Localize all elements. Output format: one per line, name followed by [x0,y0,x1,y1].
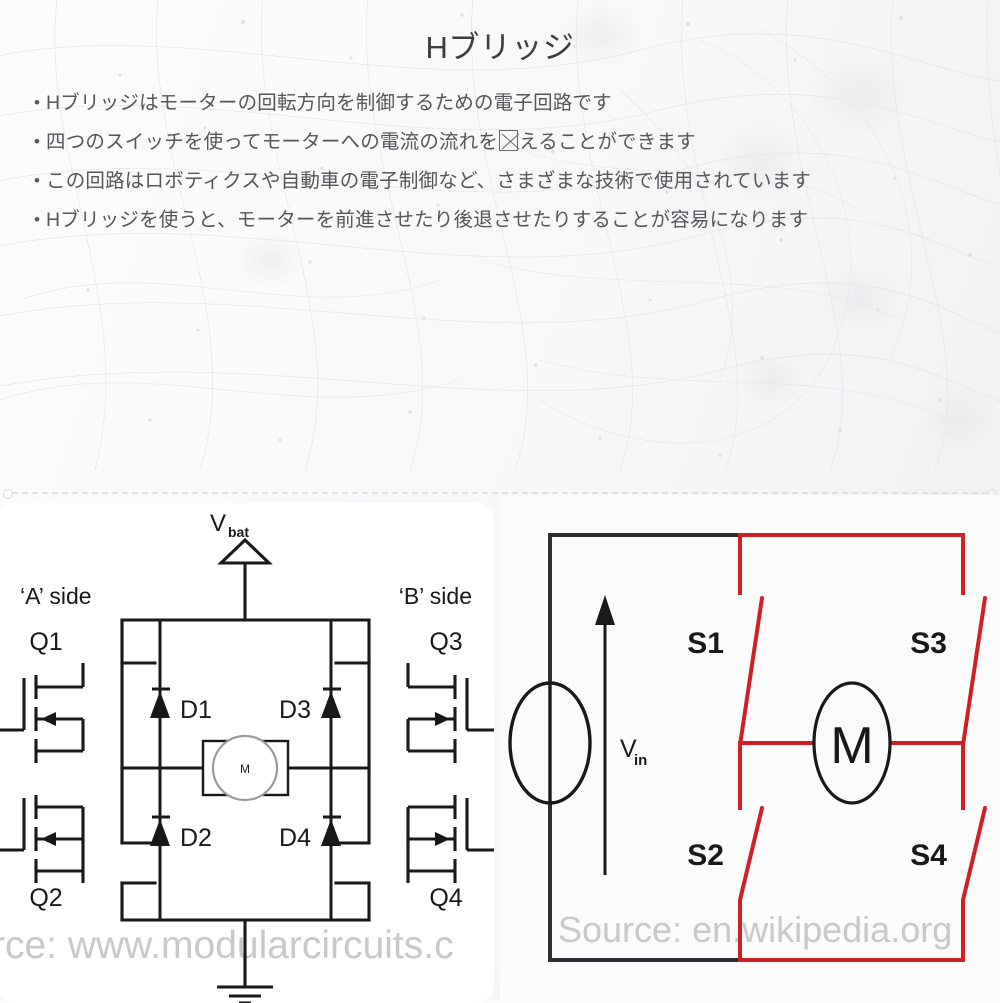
bullet-list: • Hブリッジはモーターの回転方向を制御するための電子回路です • 四つのスイッ… [34,88,964,244]
list-item: • Hブリッジを使うと、モーターを前進させたり後退させたりすることが容易になりま… [34,205,964,235]
page-title: Hブリッジ [425,30,575,65]
q4-arrow [435,832,450,846]
d1-label: D1 [180,696,212,724]
bullet-marker: • [34,132,40,151]
switch-s2-blade [738,806,764,902]
bullet-text: Hブリッジを使うと、モーターを前進させたり後退させたりすることが容易になります [46,205,808,235]
motor-label: M [830,717,873,775]
bullet-text: この回路はロボティクスや自動車の電子制御など、さまざまな技術で使用されています [46,166,811,196]
missing-glyph-icon [499,130,519,151]
right-figure-watermark: Source: en.wikipedia.org [558,909,952,950]
q4-label: Q4 [429,884,462,912]
bullet-text-pre: Hブリッジはモーターの回転方向を制御するための電子回路です [46,92,612,114]
voltage-source-symbol [508,681,592,805]
left-figure-watermark: rce: www.modularcircuits.c [0,924,454,967]
vbat-subscript: bat [228,524,249,540]
q1-arrow [41,712,56,726]
motor-symbol: M [812,681,892,805]
s1-label: S1 [687,627,724,660]
mosfet-q1 [0,663,85,763]
bullet-text-pre: この回路はロボティクスや自動車の電子制御など、さまざまな技術で使用されています [46,170,811,192]
switch-s1-blade [738,596,764,747]
side-a-label: ‘A’ side [20,583,92,609]
switch-s3-blade [961,596,987,747]
diode-d2 [150,768,170,920]
list-item: • Hブリッジはモーターの回転方向を制御するための電子回路です [34,88,964,118]
right-circuit-figure: Source: en.wikipedia.org V in [500,495,1000,1000]
bullet-marker: • [34,210,40,229]
bullet-text: Hブリッジはモーターの回転方向を制御するための電子回路です [46,88,612,118]
bullet-text-post: えることができます [519,131,696,153]
slide-header: Hブリッジ • Hブリッジはモーターの回転方向を制御するための電子回路です • … [0,0,1000,480]
diode-d3 [321,620,341,768]
vbat-label: V [210,510,226,537]
d4-label: D4 [279,824,311,852]
mosfet-q3 [406,663,494,763]
mosfet-q2 [0,795,85,883]
switch-s4-blade [961,806,987,902]
mosfet-q4 [406,795,494,883]
bullet-text-pre: 四つのスイッチを使ってモーターへの電流の流れを [46,131,499,153]
d2-label: D2 [180,824,212,852]
d3-label: D3 [279,696,311,724]
bullet-text-pre: Hブリッジを使うと、モーターを前進させたり後退させたりすることが容易になります [46,209,809,231]
vin-subscript: in [634,752,647,769]
q2-label: Q2 [29,884,62,912]
bullet-text: 四つのスイッチを使ってモーターへの電流の流れをえることができます [46,127,696,157]
s3-label: S3 [910,627,947,660]
side-b-label: ‘B’ side [399,583,472,609]
q3-label: Q3 [429,628,462,656]
s4-label: S4 [910,839,947,872]
list-item: • 四つのスイッチを使ってモーターへの電流の流れをえることができます [34,127,964,157]
bullet-marker: • [34,171,40,190]
s2-label: S2 [687,839,724,872]
diode-d1 [150,620,170,768]
q1-label: Q1 [29,628,62,656]
q2-arrow [41,832,56,846]
left-circuit-figure: rce: www.modularcircuits.c [0,503,494,1003]
motor-symbol: M [201,734,290,802]
vin-arrow-icon [595,595,615,875]
motor-label: M [240,762,250,776]
list-item: • この回路はロボティクスや自動車の電子制御など、さまざまな技術で使用されていま… [34,166,964,196]
q3-arrow [435,712,450,726]
diode-d4 [321,768,341,920]
bullet-marker: • [34,93,40,112]
ground-symbol [217,985,273,1003]
